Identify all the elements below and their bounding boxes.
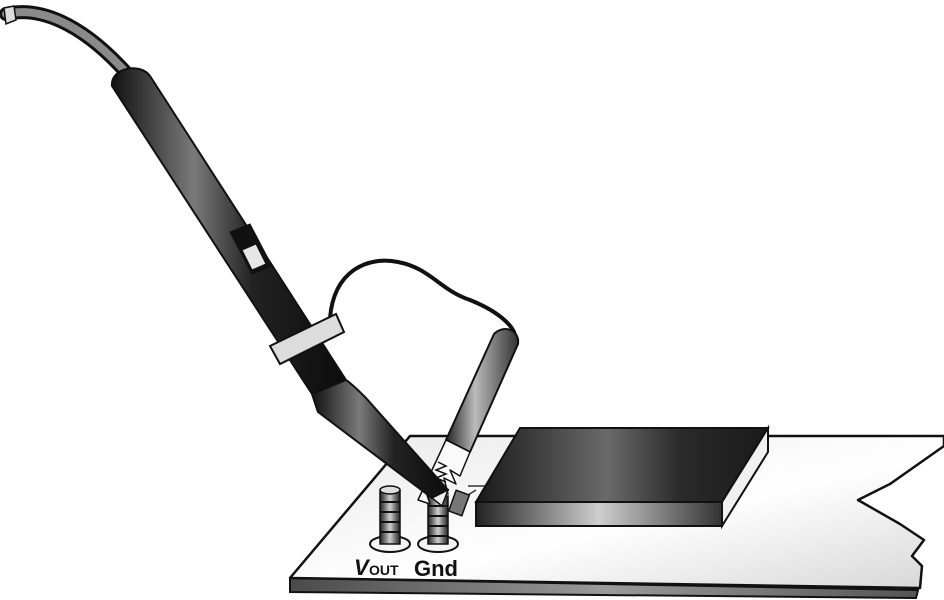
ground-lead-wire — [330, 261, 515, 342]
clip-sleeve — [446, 329, 518, 452]
chip-top — [476, 428, 768, 502]
chip-icon — [476, 428, 768, 526]
probe-cable-highlight — [6, 12, 134, 84]
gnd-label: Gnd — [414, 556, 458, 581]
vout-pin-body — [380, 490, 400, 544]
oscilloscope-probe-icon — [112, 68, 448, 506]
chip-front — [476, 502, 722, 526]
vout-pin-cap — [380, 486, 400, 494]
vout-label-sub: OUT — [369, 562, 399, 578]
probe-cable-end — [4, 6, 16, 24]
